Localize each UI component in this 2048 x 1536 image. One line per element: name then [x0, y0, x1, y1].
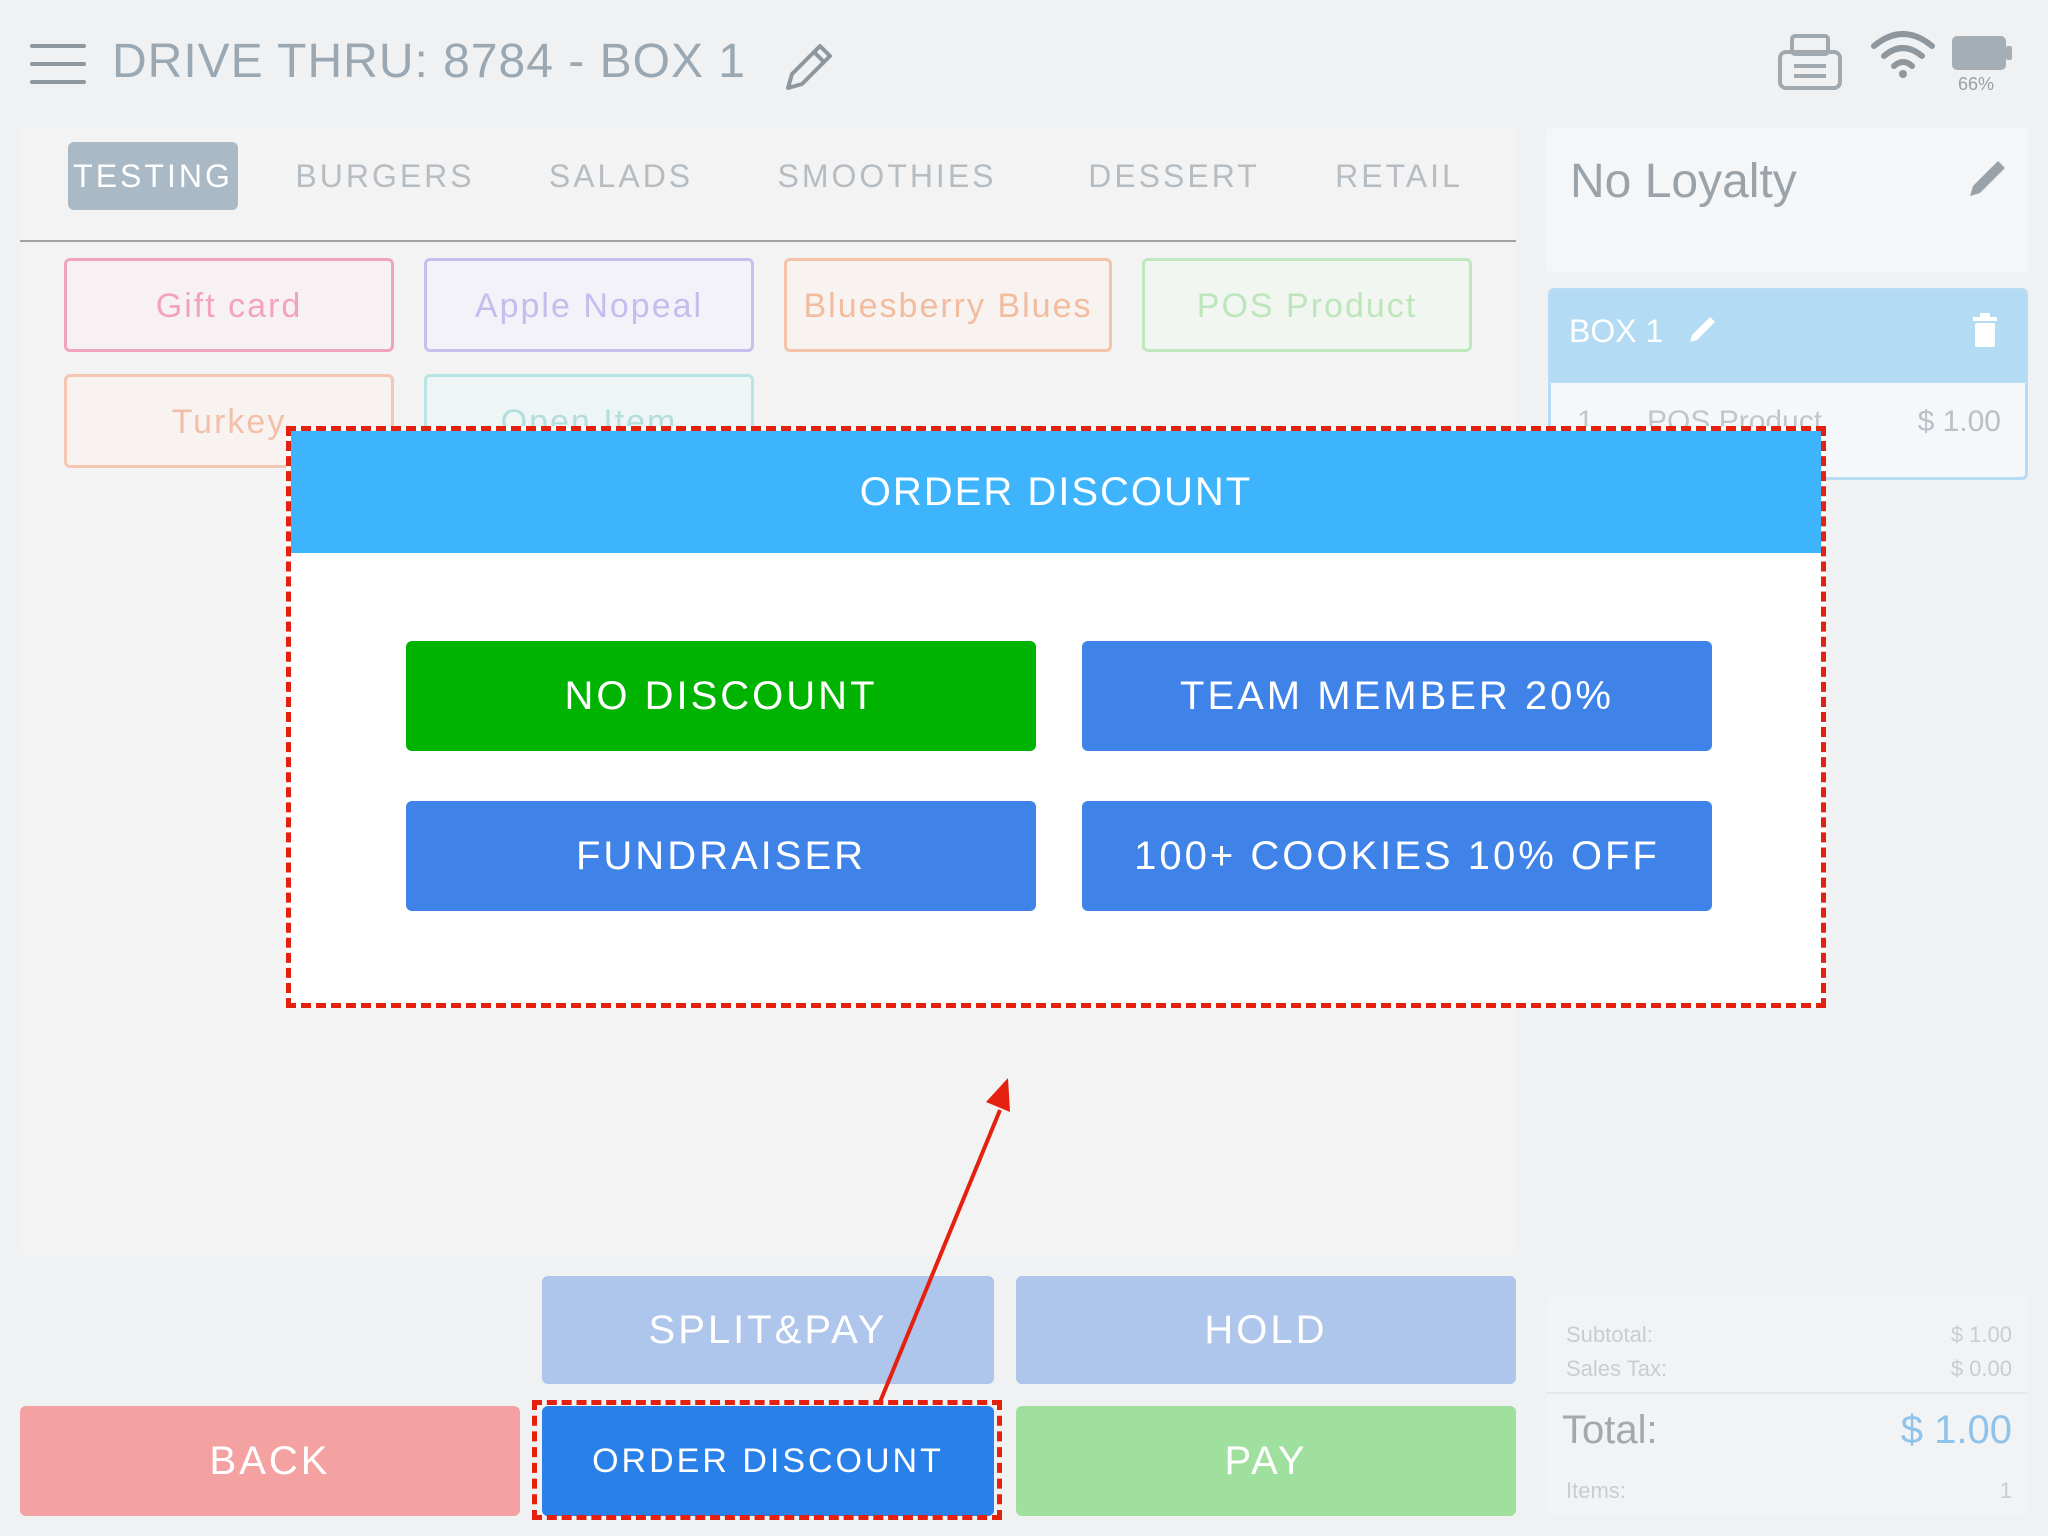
order-box-title: BOX 1	[1569, 313, 1664, 349]
header-bar: DRIVE THRU: 8784 - BOX 1 66%	[0, 0, 2048, 128]
category-tabs: TESTING BURGERS SALADS SMOOTHIES DESSERT…	[20, 128, 1516, 242]
product-pos-product[interactable]: POS Product	[1142, 258, 1472, 352]
order-discount-button[interactable]: ORDER DISCOUNT	[542, 1406, 994, 1516]
team-member-discount-button[interactable]: TEAM MEMBER 20%	[1082, 641, 1712, 751]
hamburger-menu-icon[interactable]	[30, 44, 86, 84]
fundraiser-discount-button[interactable]: FUNDRAISER	[406, 801, 1036, 911]
line-item-price: $ 1.00	[1917, 405, 2001, 438]
subtotal-label: Subtotal:	[1566, 1322, 1653, 1347]
loyalty-edit-icon[interactable]	[1966, 156, 2010, 200]
split-pay-button[interactable]: SPLIT&PAY	[542, 1276, 994, 1384]
hold-button[interactable]: HOLD	[1016, 1276, 1516, 1384]
page-title: DRIVE THRU: 8784 - BOX 1	[112, 35, 746, 88]
cookies-discount-button[interactable]: 100+ COOKIES 10% OFF	[1082, 801, 1712, 911]
tab-dessert[interactable]: DESSERT	[1088, 158, 1260, 194]
battery-icon	[1952, 36, 2012, 70]
sales-tax-label: Sales Tax:	[1566, 1356, 1668, 1381]
edit-pencil-icon[interactable]	[780, 36, 836, 96]
trash-icon[interactable]	[1971, 313, 1999, 347]
order-box-header: BOX 1	[1551, 291, 2025, 383]
product-bluesberry-blues[interactable]: Bluesberry Blues	[784, 258, 1112, 352]
total-label: Total:	[1562, 1408, 1658, 1452]
modal-title: ORDER DISCOUNT	[291, 431, 1821, 553]
order-discount-modal: ORDER DISCOUNT NO DISCOUNT TEAM MEMBER 2…	[286, 426, 1826, 1008]
tab-retail[interactable]: RETAIL	[1335, 158, 1463, 194]
box-edit-icon[interactable]	[1687, 313, 1719, 345]
items-count: 1	[1999, 1478, 2012, 1503]
totals-panel: Subtotal: $ 1.00 Sales Tax: $ 0.00 Total…	[1546, 1296, 2028, 1516]
totals-divider	[1546, 1392, 2028, 1394]
tab-testing[interactable]: TESTING	[68, 142, 238, 210]
loyalty-status: No Loyalty	[1570, 155, 1797, 208]
no-discount-button[interactable]: NO DISCOUNT	[406, 641, 1036, 751]
pay-button[interactable]: PAY	[1016, 1406, 1516, 1516]
back-button[interactable]: BACK	[20, 1406, 520, 1516]
sales-tax-value: $ 0.00	[1950, 1356, 2012, 1381]
total-value: $ 1.00	[1900, 1408, 2012, 1452]
items-label: Items:	[1566, 1478, 1626, 1503]
subtotal-value: $ 1.00	[1950, 1322, 2012, 1347]
order-discount-highlight	[532, 1400, 1002, 1520]
wifi-icon	[1871, 31, 1935, 78]
tab-salads[interactable]: SALADS	[548, 158, 694, 194]
product-gift-card[interactable]: Gift card	[64, 258, 394, 352]
battery-level-text: 66%	[1958, 74, 1995, 94]
printer-icon[interactable]	[1776, 32, 1844, 96]
tab-burgers[interactable]: BURGERS	[295, 158, 475, 194]
loyalty-card[interactable]: No Loyalty	[1546, 128, 2028, 272]
tab-smoothies[interactable]: SMOOTHIES	[777, 158, 997, 194]
product-apple-nopeal[interactable]: Apple Nopeal	[424, 258, 754, 352]
